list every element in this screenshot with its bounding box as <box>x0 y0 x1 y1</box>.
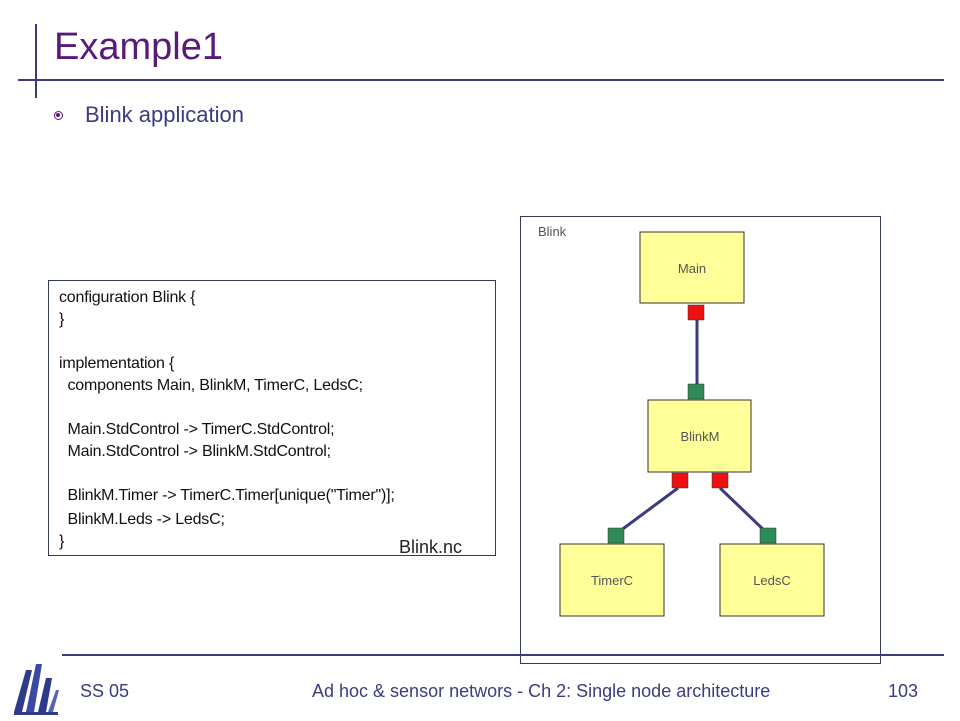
title-divider-line <box>18 79 944 81</box>
bullet-item: Blink application <box>54 102 244 128</box>
wiring-diagram: Blink Main BlinkM TimerC LedsC <box>520 216 881 664</box>
code-line: } <box>59 533 65 550</box>
code-filename: Blink.nc <box>399 537 463 557</box>
code-line: configuration Blink { <box>59 289 196 306</box>
code-line: Main.StdControl -> TimerC.StdControl; <box>59 421 335 438</box>
component-ledsc-label: LedsC <box>753 573 791 588</box>
component-main-label: Main <box>678 261 706 276</box>
footer-course: SS 05 <box>80 681 130 701</box>
component-blinkm-label: BlinkM <box>680 429 719 444</box>
component-timerc <box>559 543 665 617</box>
wire-blinkm-ledsc <box>718 486 770 536</box>
ledsc-provides-port <box>759 527 777 544</box>
code-line: } <box>59 311 65 328</box>
component-main <box>639 231 745 304</box>
footer-divider-line <box>62 654 944 656</box>
bullet-text: Blink application <box>85 102 244 127</box>
slide-title: Example1 <box>54 26 223 68</box>
code-line: implementation { <box>59 355 175 372</box>
blinkm-leds-uses-port <box>711 472 729 489</box>
university-logo-icon <box>12 660 60 721</box>
configuration-label: Blink <box>538 224 567 239</box>
code-listing: configuration Blink { } implementation {… <box>48 280 496 557</box>
timerc-provides-port <box>607 527 625 544</box>
component-ledsc <box>719 543 825 617</box>
footer-chapter-title: Ad hoc & sensor networs - Ch 2: Single n… <box>312 681 771 701</box>
code-line: components Main, BlinkM, TimerC, LedsC; <box>59 377 363 394</box>
code-line: BlinkM.Leds -> LedsC; <box>59 511 225 528</box>
footer-page-number: 103 <box>888 681 919 701</box>
title-accent-vertical-line <box>35 24 37 98</box>
component-timerc-label: TimerC <box>591 573 633 588</box>
bullet-icon <box>54 110 63 120</box>
wire-blinkm-timerc <box>615 486 679 536</box>
code-line: BlinkM.Timer -> TimerC.Timer[unique("Tim… <box>59 487 395 504</box>
code-line: Main.StdControl -> BlinkM.StdControl; <box>59 443 331 460</box>
blinkm-provides-port <box>687 383 705 400</box>
main-uses-port <box>687 304 705 321</box>
component-blinkm <box>647 399 752 473</box>
blinkm-timer-uses-port <box>671 472 689 489</box>
